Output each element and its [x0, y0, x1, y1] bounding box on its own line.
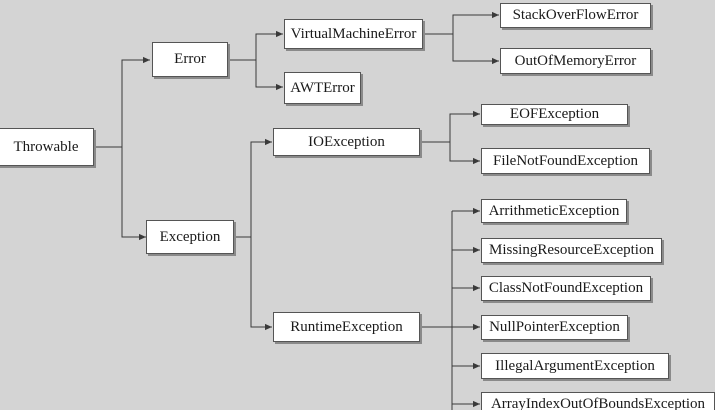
- node-io-exception-label: IOException: [308, 133, 385, 150]
- edge-error-vme: [228, 30, 283, 61]
- node-io-exception: IOException: [273, 128, 420, 156]
- node-missing-resource-exception: MissingResourceException: [481, 238, 662, 263]
- node-virtual-machine-error-label: VirtualMachineError: [290, 25, 417, 42]
- node-out-of-memory-error: OutOfMemoryError: [500, 48, 651, 74]
- edge-vme-oom: [452, 34, 499, 65]
- edge-exception-runtime: [250, 237, 272, 331]
- node-array-index-out-of-bounds-exception: ArrayIndexOutOfBoundsException: [481, 392, 715, 410]
- node-awt-error-label: AWTError: [290, 79, 355, 96]
- node-class-not-found-exception: ClassNotFoundException: [481, 276, 651, 301]
- node-null-pointer-exception-label: NullPointerException: [489, 319, 620, 335]
- edge-throwable-exception: [121, 147, 146, 241]
- node-illegal-argument-exception: IllegalArgumentException: [481, 353, 669, 379]
- edge-throwable-error: [94, 56, 150, 148]
- node-runtime-exception-label: RuntimeException: [290, 318, 403, 335]
- edge-error-awt: [255, 60, 283, 91]
- node-error-label: Error: [174, 51, 206, 67]
- node-throwable-label: Throwable: [13, 138, 79, 155]
- edge-exception-io: [234, 138, 272, 238]
- node-eof-exception-label: EOFException: [509, 106, 600, 122]
- node-class-not-found-exception-label: ClassNotFoundException: [488, 280, 644, 296]
- edge-io-fnf: [449, 142, 480, 165]
- edge-vme-sof: [423, 11, 499, 35]
- node-awt-error: AWTError: [284, 72, 361, 104]
- edge-io-eof: [420, 110, 480, 143]
- node-null-pointer-exception: NullPointerException: [481, 315, 628, 340]
- node-runtime-exception: RuntimeException: [273, 312, 420, 342]
- node-exception: Exception: [146, 220, 234, 254]
- node-stack-overflow-error-label: StackOverFlowError: [512, 7, 639, 23]
- node-exception-label: Exception: [159, 228, 221, 245]
- node-arithmetic-exception: ArrithmeticException: [481, 199, 627, 223]
- node-stack-overflow-error: StackOverFlowError: [500, 3, 651, 28]
- node-error: Error: [152, 42, 228, 77]
- node-illegal-argument-exception-label: IllegalArgumentException: [495, 357, 655, 374]
- node-out-of-memory-error-label: OutOfMemoryError: [514, 52, 637, 69]
- node-eof-exception: EOFException: [481, 104, 628, 125]
- node-virtual-machine-error: VirtualMachineError: [284, 19, 423, 49]
- node-missing-resource-exception-label: MissingResourceException: [489, 242, 654, 258]
- node-array-index-out-of-bounds-exception-label: ArrayIndexOutOfBoundsException: [490, 396, 706, 410]
- node-file-not-found-exception-label: FileNotFoundException: [493, 152, 638, 169]
- node-throwable: Throwable: [0, 128, 94, 166]
- node-file-not-found-exception: FileNotFoundException: [481, 148, 650, 174]
- node-arithmetic-exception-label: ArrithmeticException: [488, 202, 620, 219]
